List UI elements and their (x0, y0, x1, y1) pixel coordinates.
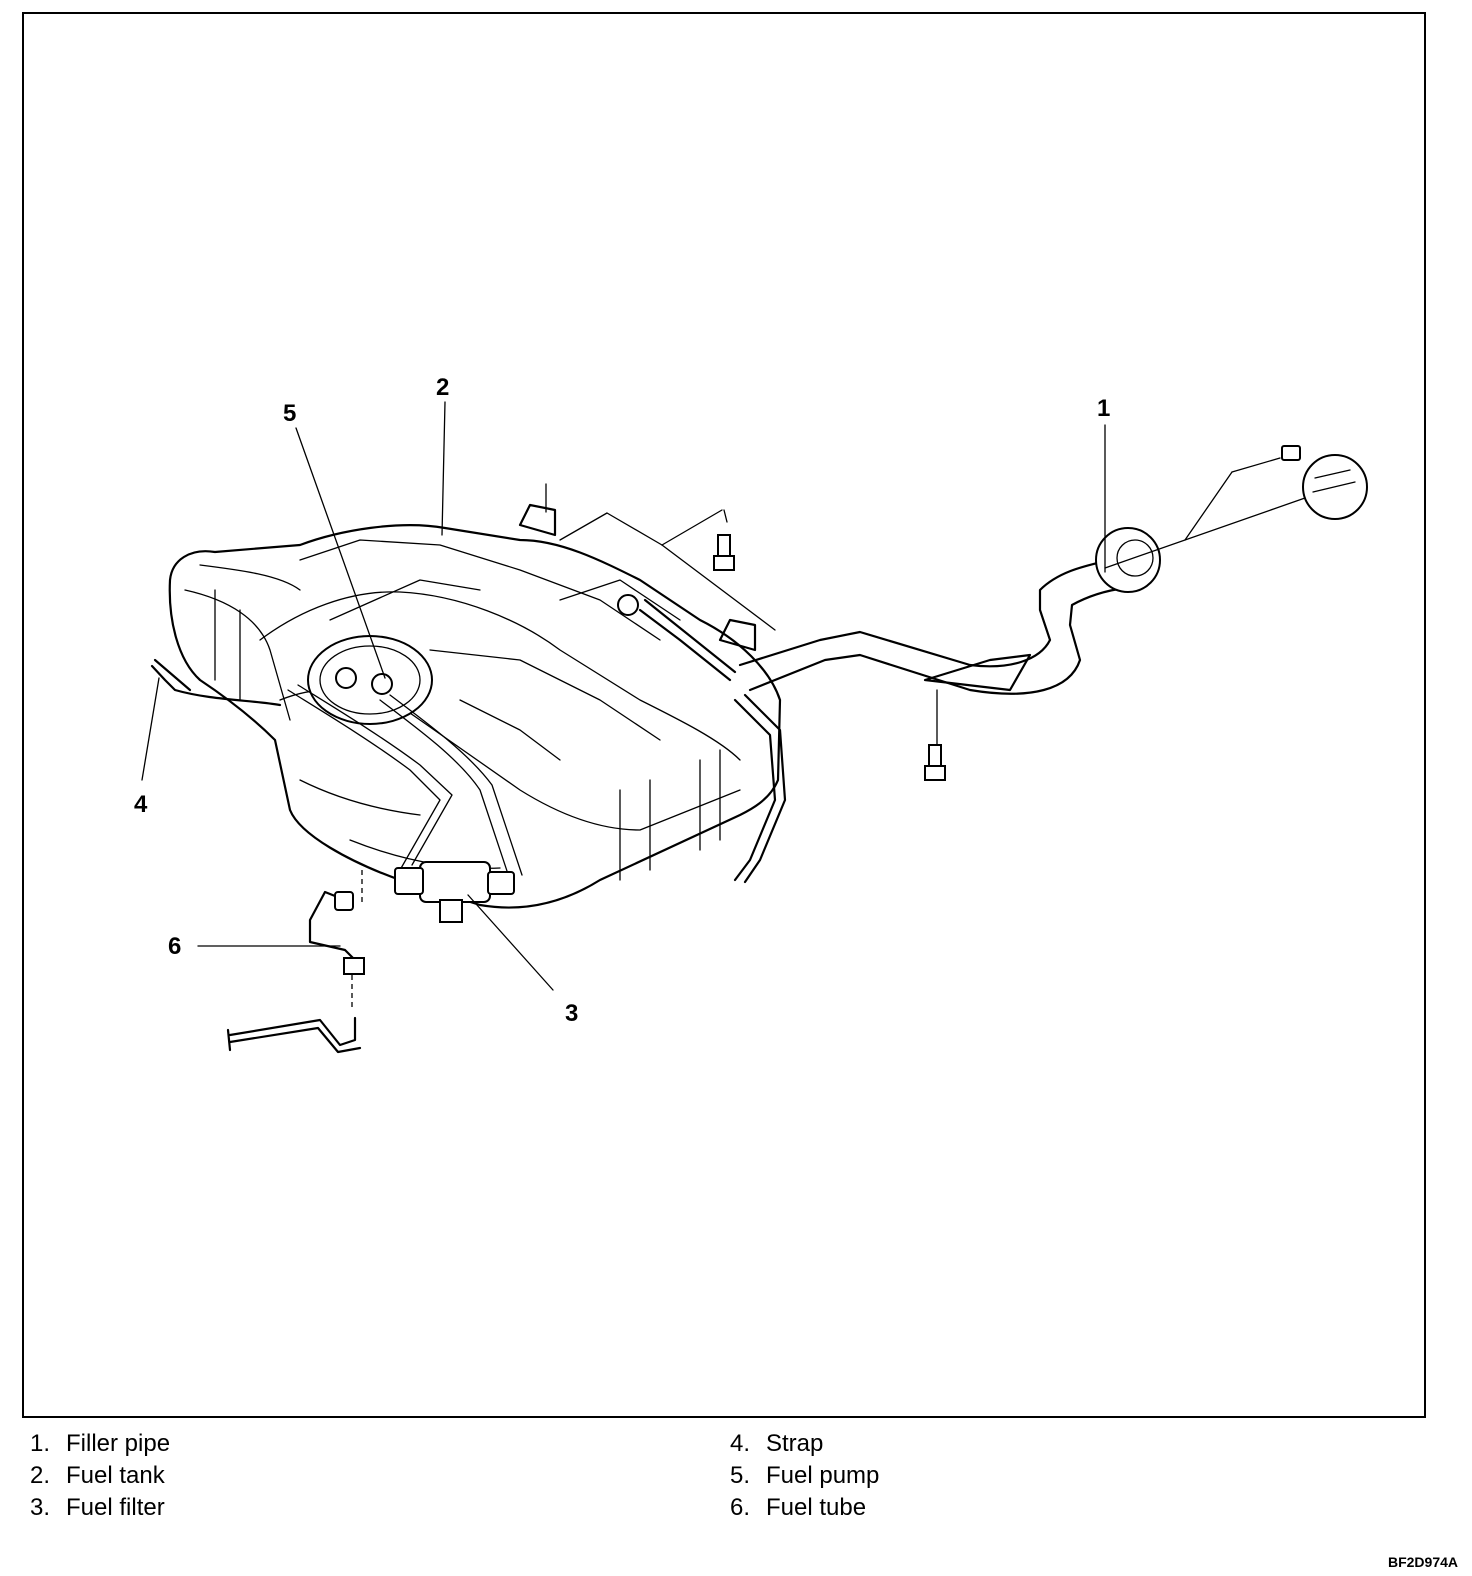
legend-item: 2. Fuel tank (30, 1460, 170, 1492)
leader-line-5 (295, 427, 386, 679)
leader-line-2 (441, 401, 446, 536)
leader-line-4 (141, 677, 160, 781)
legend-right-column: 4. Strap 5. Fuel pump 6. Fuel tube (730, 1428, 879, 1524)
legend-number: 3. (30, 1494, 51, 1521)
fuel-tube-drawing (226, 870, 365, 1054)
legend-number: 2. (30, 1462, 51, 1489)
callout-1: 1 (1097, 395, 1110, 422)
legend-label: Fuel filter (66, 1494, 165, 1521)
legend-number: 4. (730, 1430, 751, 1457)
callout-5: 5 (283, 400, 296, 427)
callout-4: 4 (134, 791, 148, 818)
fuel-tank-drawing (168, 503, 782, 909)
strap-drawing (150, 658, 523, 881)
legend-label: Fuel pump (766, 1462, 880, 1489)
legend-label: Fuel tube (766, 1494, 867, 1521)
leader-line-3 (467, 894, 554, 991)
legend-number: 6. (730, 1494, 751, 1521)
figure-code: BF2D974A (1387, 1554, 1458, 1570)
callout-6: 6 (168, 933, 181, 960)
legend-number: 5. (730, 1462, 751, 1489)
legend-left-column: 1. Filler pipe 2. Fuel tank 3. Fuel filter (30, 1428, 170, 1524)
fuel-filter-drawing (394, 861, 515, 923)
legend-item: 5. Fuel pump (730, 1460, 879, 1492)
legend-number: 1. (30, 1430, 51, 1457)
legend-label: Fuel tank (66, 1462, 165, 1489)
legend-item: 1. Filler pipe (30, 1428, 170, 1460)
legend-label: Filler pipe (66, 1430, 171, 1457)
fuel-system-illustration: 1 2 3 4 5 6 (134, 374, 1368, 1054)
legend-item: 6. Fuel tube (730, 1492, 879, 1524)
legend-item: 3. Fuel filter (30, 1492, 170, 1524)
legend-item: 4. Strap (730, 1428, 879, 1460)
legend-label: Strap (766, 1430, 824, 1457)
filler-pipe-drawing (738, 445, 1368, 695)
callout-2: 2 (436, 374, 449, 401)
bolt-group (545, 483, 946, 781)
callout-3: 3 (565, 1000, 578, 1027)
diagram-frame (22, 12, 1426, 1418)
